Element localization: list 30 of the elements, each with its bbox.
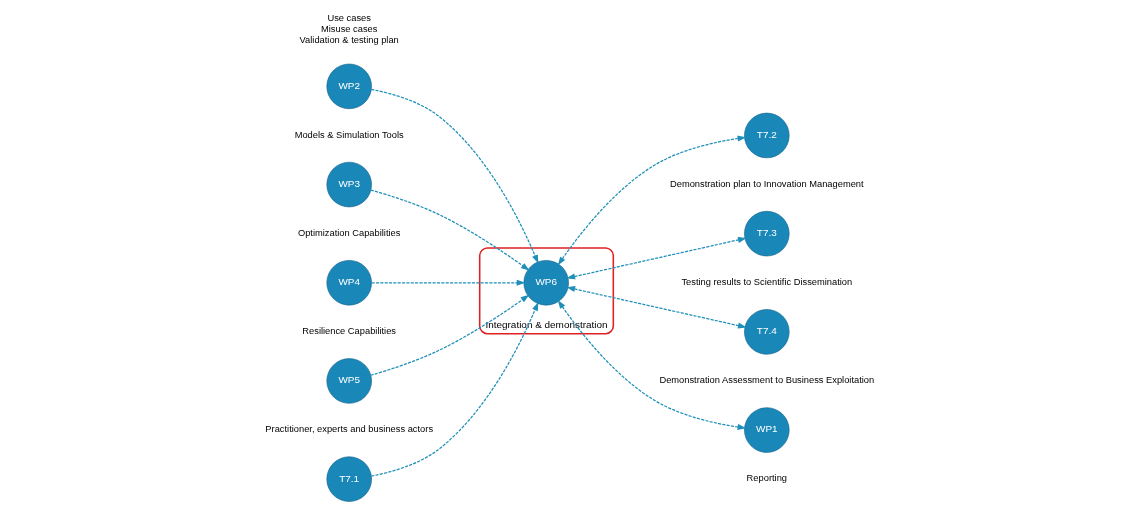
node-label: Models & Simulation Tools: [294, 129, 404, 140]
node-circle: WP2: [326, 63, 372, 109]
arrow: [557, 299, 747, 430]
node-circle: WP4: [326, 259, 372, 305]
node-label: Misuse cases: [320, 23, 378, 34]
arrow: [566, 285, 747, 329]
arrow: [370, 189, 530, 271]
node-label: Use cases: [327, 12, 371, 23]
node-circle: T7.2: [744, 112, 790, 158]
node-circle: T7.4: [744, 308, 790, 355]
node-label: Demonstration Assessment to Business Exploitation: [659, 374, 875, 385]
arrow: [566, 236, 747, 279]
node-circle: WP1: [744, 406, 790, 453]
node-circle: T7.3: [744, 210, 790, 256]
node-label: Validation & testing plan: [299, 34, 399, 45]
node-label: Optimization Capabilities: [297, 227, 401, 238]
arrow: [370, 301, 539, 477]
arrow: [370, 88, 539, 264]
arrow: [370, 294, 530, 376]
node-label: Testing results to Scientific Dissemination: [681, 276, 853, 287]
node-circle: WP6: [523, 259, 569, 305]
node-label: Resilience Capabilities: [302, 325, 397, 336]
node-circle: WP5: [326, 357, 372, 404]
node-circle: T7.1: [326, 455, 372, 502]
node-label: Demonstration plan to Innovation Management: [670, 178, 864, 189]
arrow: [557, 135, 747, 266]
node-label: Reporting: [746, 472, 788, 483]
node-label: Practitioner, experts and business actors: [265, 423, 434, 434]
arrow: [371, 279, 526, 286]
node-circle: WP3: [326, 161, 372, 207]
